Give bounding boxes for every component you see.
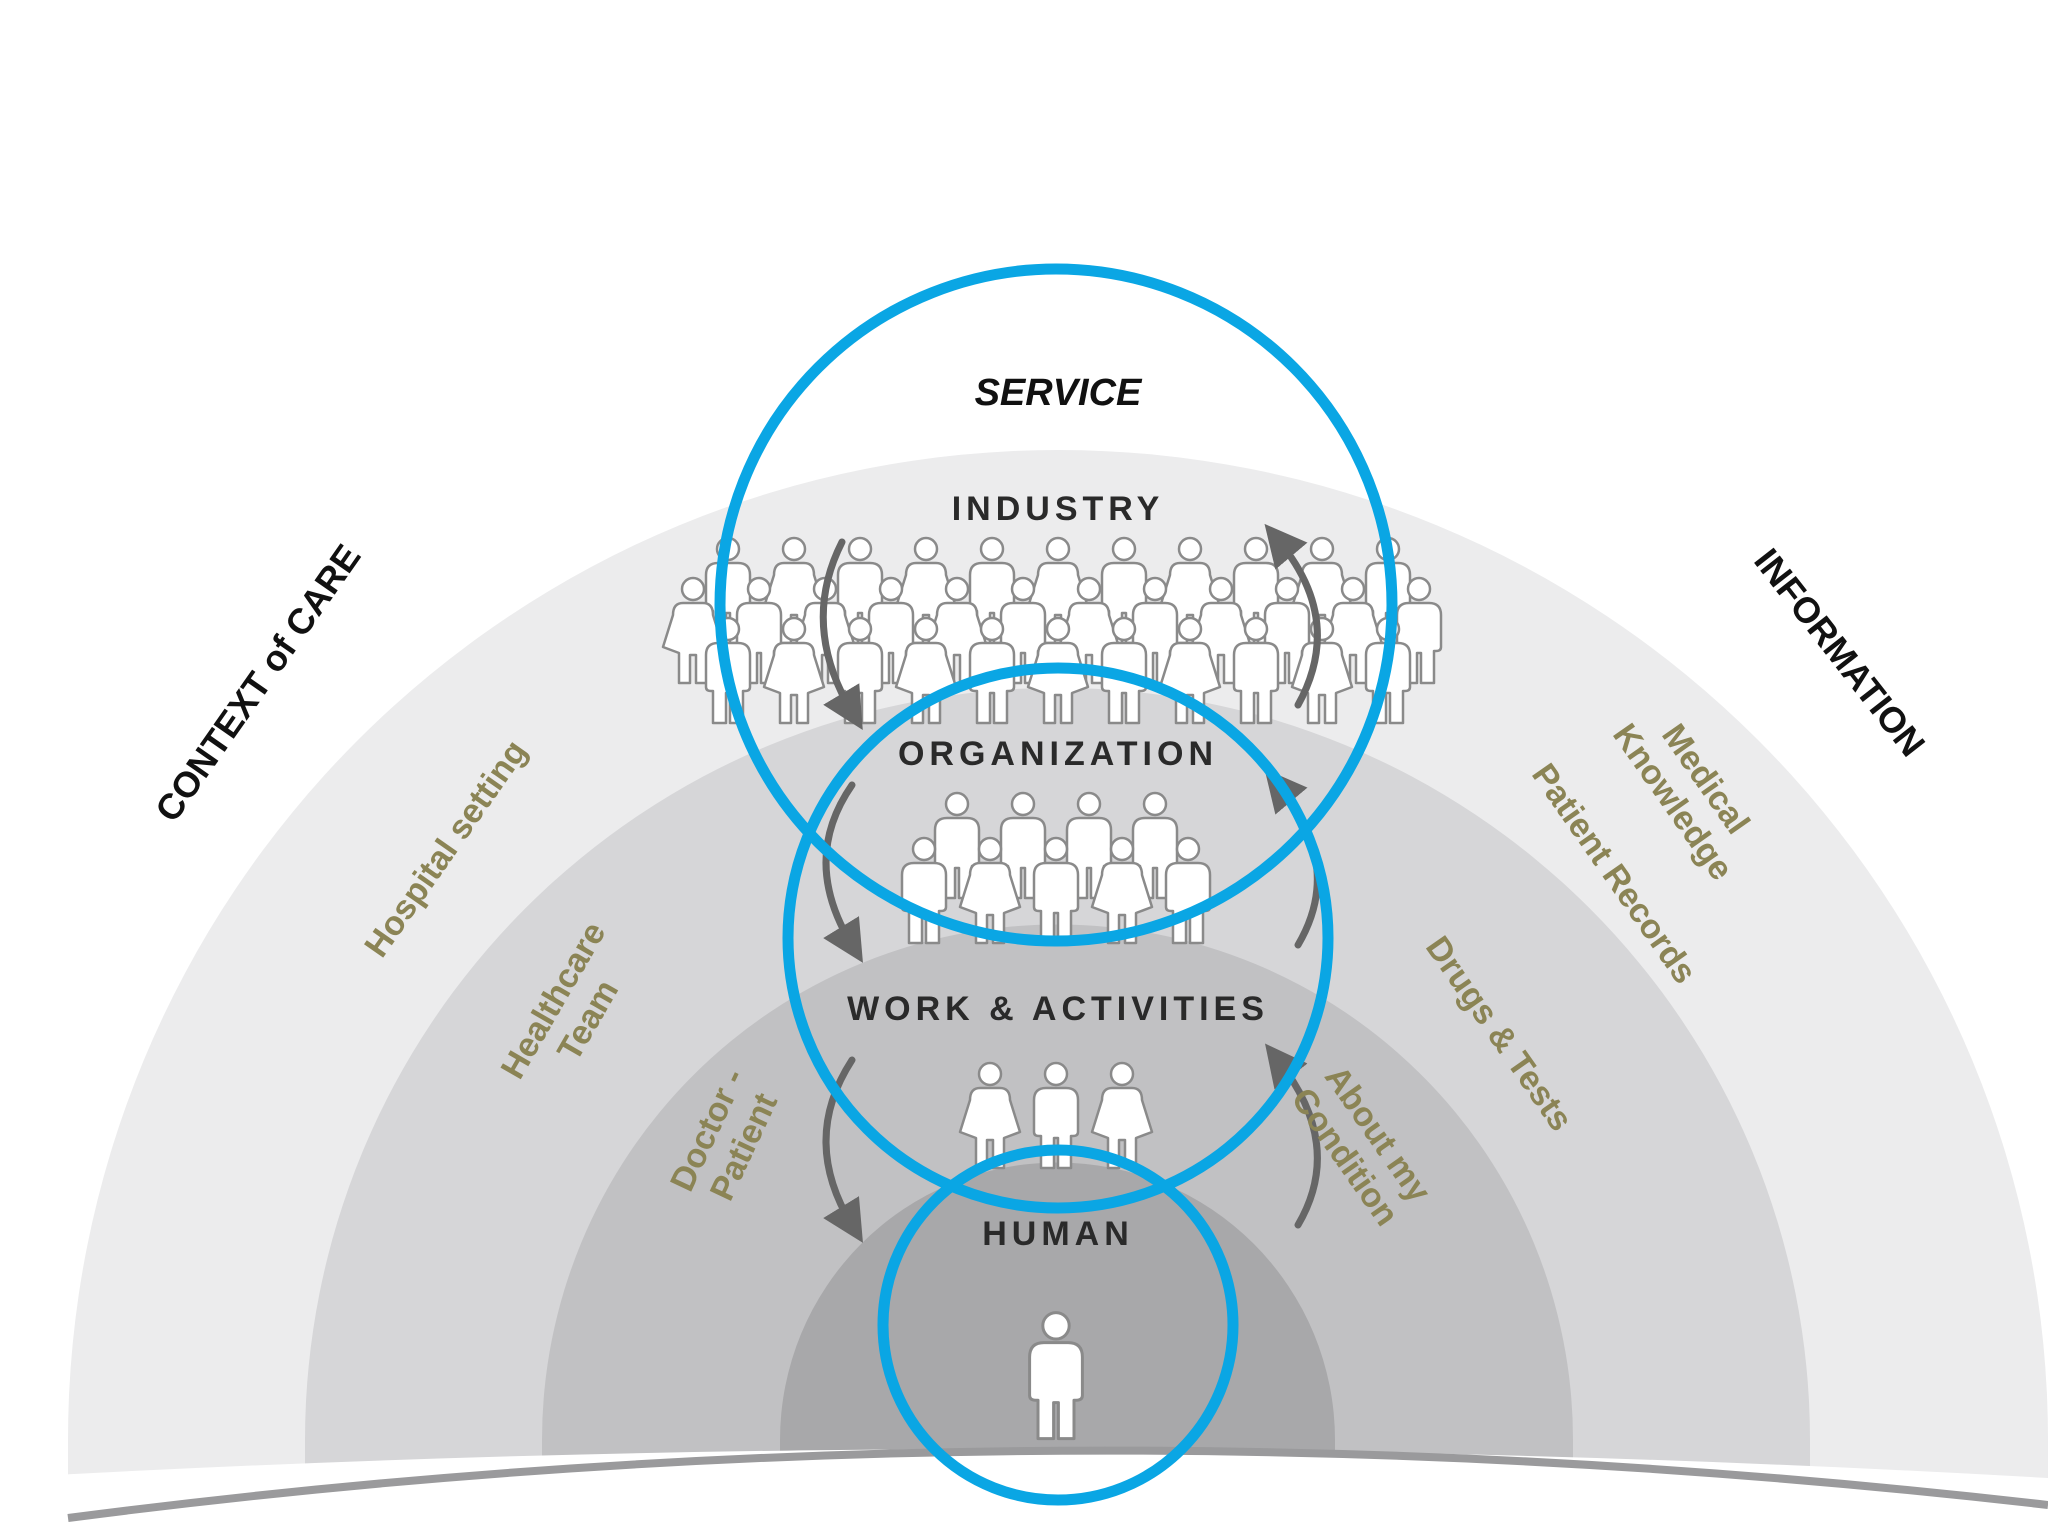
level-industry-label: INDUSTRY [952, 490, 1165, 528]
industry-crowd [661, 536, 1443, 725]
circle-human [877, 1144, 1239, 1506]
circle-service [714, 263, 1398, 947]
level-human-label: HUMAN [982, 1215, 1134, 1253]
service-circles [714, 263, 1398, 1506]
level-organization-label: ORGANIZATION [898, 735, 1218, 773]
service-title: SERVICE [975, 372, 1143, 414]
information-heading: INFORMATION [1746, 541, 1933, 764]
level-work-label: WORK & ACTIVITIES [847, 990, 1269, 1028]
level-labels: INDUSTRY ORGANIZATION WORK & ACTIVITIES … [847, 490, 1269, 1253]
ground-line [67, 1446, 2048, 1522]
context-doctor-patient: Doctor - Patient [663, 1063, 785, 1206]
circle-organization [782, 662, 1334, 1214]
person-icon [661, 536, 1443, 725]
